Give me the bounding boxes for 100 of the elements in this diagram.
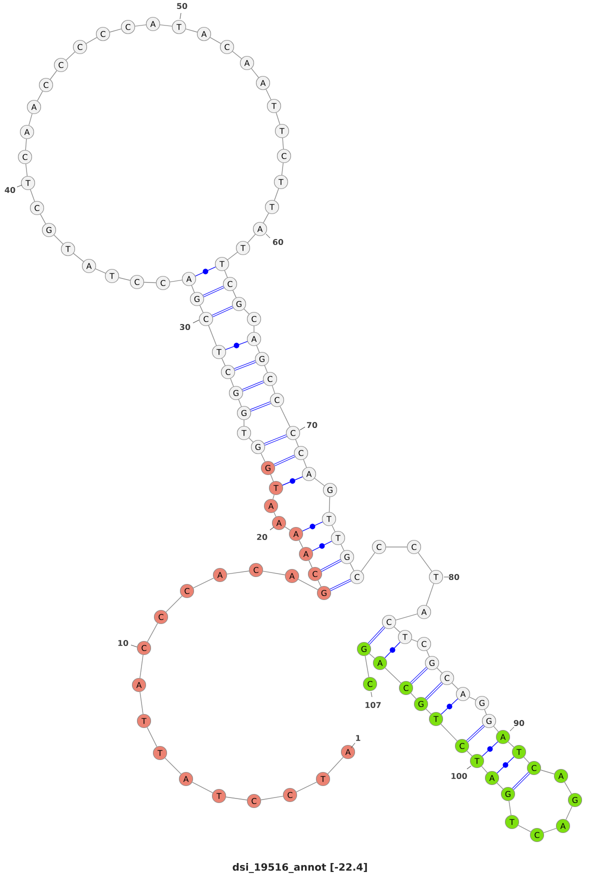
backbone-line xyxy=(296,782,318,792)
backbone-line xyxy=(28,113,32,126)
backbone-line xyxy=(40,214,46,224)
backbone-line xyxy=(540,770,555,774)
backbone-line xyxy=(224,270,228,278)
backbone-line xyxy=(170,280,182,282)
backbone-line xyxy=(208,325,217,346)
backbone-line xyxy=(260,796,284,800)
backbone-line xyxy=(452,682,458,690)
backbone-line xyxy=(298,540,304,548)
backbone-line xyxy=(262,570,286,576)
backbone-line xyxy=(109,28,122,32)
position-number: 40 xyxy=(4,184,22,194)
backbone-line xyxy=(440,724,458,742)
backbone-line xyxy=(247,234,256,244)
backbone-line xyxy=(232,51,242,59)
backbone-line xyxy=(518,824,532,832)
base-pair-line xyxy=(368,626,386,645)
backbone-line xyxy=(50,70,58,80)
base-pair-line xyxy=(330,579,352,592)
backbone-line xyxy=(30,189,35,202)
backbone-line xyxy=(508,800,512,816)
position-number: 70 xyxy=(300,422,318,430)
backbone-line xyxy=(295,439,299,447)
caption: dsi_19516_annot [-22.4] xyxy=(232,863,367,873)
backbone-line xyxy=(274,512,276,517)
base-pair-line xyxy=(282,476,303,486)
backbone-line xyxy=(264,365,268,373)
backbone-line xyxy=(230,378,234,387)
backbone-line xyxy=(66,52,76,60)
backbone-line xyxy=(418,552,432,572)
backbone-line xyxy=(484,709,487,715)
backbone-line xyxy=(394,626,400,633)
backbone-line xyxy=(564,782,572,794)
backbone-line xyxy=(543,828,557,834)
backbone-line xyxy=(426,650,430,657)
backbone-line xyxy=(327,756,344,774)
position-number: 100 xyxy=(452,766,472,780)
base-pair-line xyxy=(320,559,342,572)
backbone-line xyxy=(276,112,280,125)
backbone-line xyxy=(308,560,312,568)
backbone-line xyxy=(280,406,290,428)
backbone-line xyxy=(364,656,370,678)
backbone-line xyxy=(281,162,284,176)
backbone-line xyxy=(95,268,106,274)
base-pair-line xyxy=(425,682,443,700)
backbone-line xyxy=(410,692,417,700)
backbone-line xyxy=(73,253,84,262)
backbone-line xyxy=(147,622,158,642)
backbone-line xyxy=(303,459,307,468)
position-number: 60 xyxy=(266,234,284,246)
base-pair-line xyxy=(512,772,530,790)
backbone-line xyxy=(244,308,250,314)
backbone-line xyxy=(140,654,144,678)
backbone-line xyxy=(411,639,418,642)
backbone-line xyxy=(360,552,376,572)
base-pair-line xyxy=(202,286,224,298)
base-pair-line xyxy=(384,642,400,658)
position-number: 107 xyxy=(366,692,381,708)
backbone-line xyxy=(256,345,260,353)
backbone-line xyxy=(193,578,214,588)
base-pair-line xyxy=(496,756,514,774)
position-number: 10 xyxy=(118,640,138,648)
backbone-line xyxy=(368,653,376,659)
backbone-line xyxy=(436,668,442,674)
position-number: 20 xyxy=(257,526,274,540)
backbone-line xyxy=(226,796,248,800)
backbone-line xyxy=(37,90,43,102)
backbone-line xyxy=(164,758,182,774)
backbone-line xyxy=(263,212,269,224)
base-pair-line xyxy=(302,522,323,532)
backbone-line xyxy=(118,277,130,281)
base-pair-line xyxy=(250,401,271,412)
position-number: 30 xyxy=(180,320,200,330)
backbone-line xyxy=(318,580,322,587)
backbone-line xyxy=(266,89,272,100)
backbone-line xyxy=(134,24,146,26)
position-number: 80 xyxy=(444,574,460,580)
backbone-line xyxy=(272,494,274,500)
backbone-line xyxy=(493,726,499,732)
backbone-line xyxy=(25,138,27,150)
base-pair-line xyxy=(440,698,458,715)
backbone-line xyxy=(251,68,259,78)
backbone-line xyxy=(232,290,236,298)
base-pair-line xyxy=(312,540,332,552)
base-pair-line xyxy=(212,306,234,318)
backbone-line xyxy=(350,562,354,572)
backbone-line xyxy=(332,525,336,532)
backbone-line xyxy=(166,596,182,612)
backbone-line xyxy=(238,399,242,407)
backbone-line xyxy=(185,28,198,32)
backbone-line xyxy=(192,782,214,794)
base-pair-line xyxy=(234,360,256,371)
backbone-line xyxy=(481,766,488,774)
base-pair-line xyxy=(264,434,287,446)
backbone-line xyxy=(227,252,238,260)
base-pair-line xyxy=(225,341,248,350)
base-pair-line xyxy=(482,741,498,757)
base-pair-line xyxy=(195,266,216,276)
base-pair-line xyxy=(242,380,264,392)
